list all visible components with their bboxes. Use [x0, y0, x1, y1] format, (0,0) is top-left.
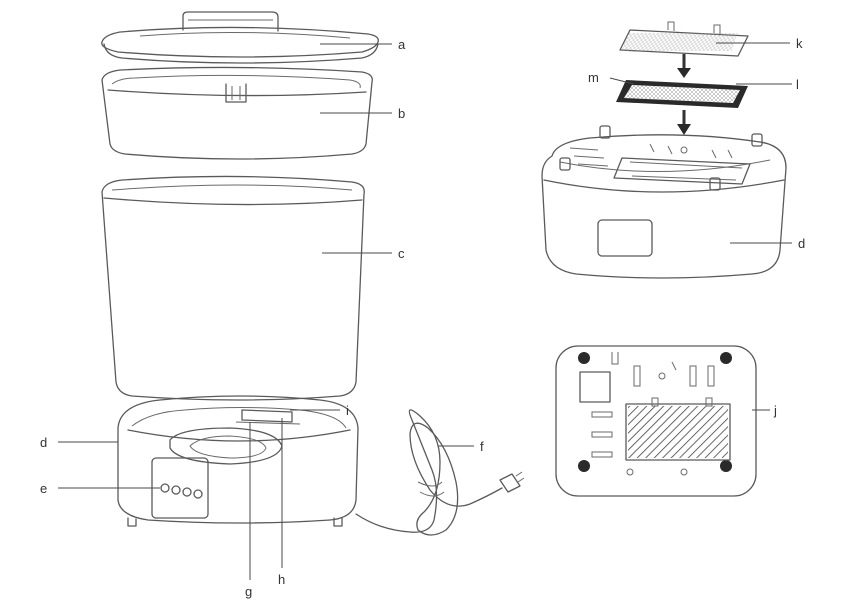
base-underside	[555, 345, 757, 497]
label-g: g	[245, 584, 252, 599]
label-c: c	[398, 246, 405, 261]
label-b: b	[398, 106, 405, 121]
label-h: h	[278, 572, 285, 587]
basket	[101, 175, 365, 401]
label-a: a	[398, 37, 406, 52]
leader-lines	[58, 42, 792, 580]
base-unit	[117, 395, 359, 527]
label-m: m	[588, 70, 599, 85]
label-d-right: d	[798, 236, 805, 251]
label-j: j	[773, 403, 777, 418]
assembly-arrows	[677, 54, 691, 135]
label-d-left: d	[40, 435, 47, 450]
power-cord	[355, 409, 525, 536]
lid	[101, 11, 379, 64]
part-labels: a b c d e f g h i j k l m d	[40, 36, 805, 599]
label-i: i	[346, 403, 349, 418]
label-f: f	[480, 439, 484, 454]
label-e: e	[40, 481, 47, 496]
label-k: k	[796, 36, 803, 51]
tray	[101, 66, 373, 160]
filter	[616, 80, 748, 108]
filter-cover	[619, 21, 749, 57]
dryer-base-top	[541, 125, 787, 279]
label-l: l	[796, 77, 799, 92]
